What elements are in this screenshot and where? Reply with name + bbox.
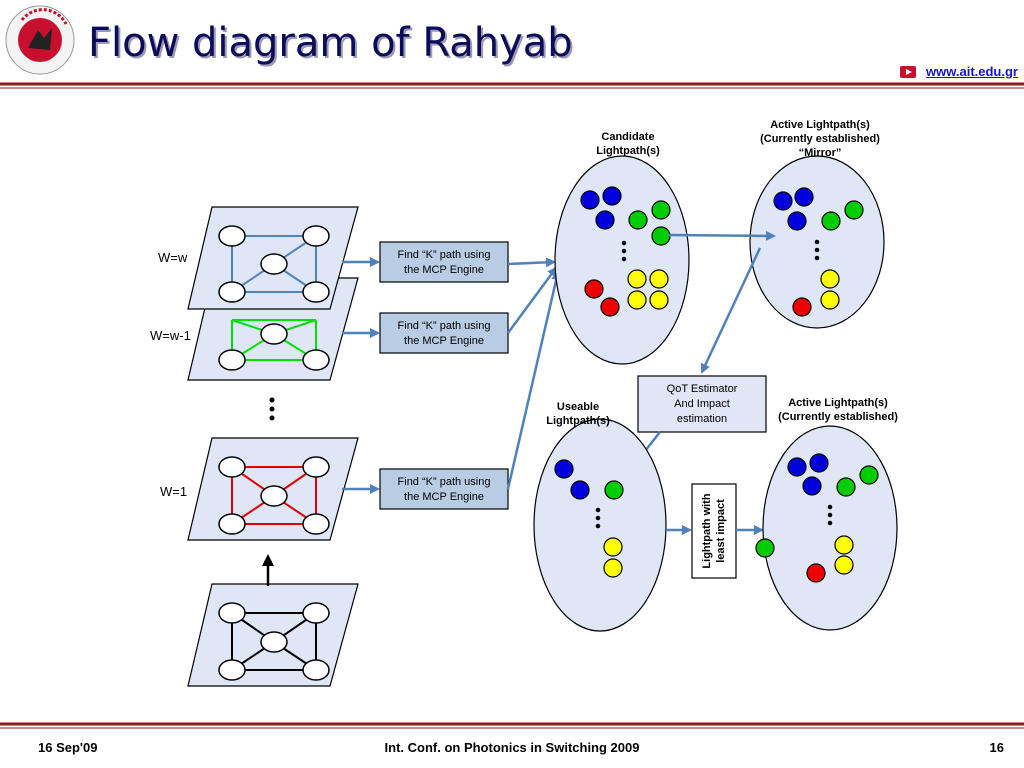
- svg-text:Lightpath(s): Lightpath(s): [596, 145, 660, 157]
- svg-text:Active Lightpath(s): Active Lightpath(s): [770, 119, 870, 131]
- label-w-1: W=1: [160, 484, 187, 499]
- svg-text:QoT Estimator: QoT Estimator: [667, 383, 738, 395]
- mcp-box-w: Find “K” path using the MCP Engine: [379, 241, 509, 283]
- svg-text:Active Lightpath(s): Active Lightpath(s): [788, 397, 888, 409]
- svg-text:Find “K” path using: Find “K” path using: [398, 320, 491, 332]
- arrow-candidate-to-mirror: [667, 230, 776, 241]
- layer-ellipsis: [269, 397, 275, 421]
- arrow-mcp-w1-to-candidate: [506, 266, 558, 334]
- mcp-box-w-1: Find “K” path using the MCP Engine: [379, 468, 509, 510]
- layer-w: [187, 206, 359, 310]
- svg-text:And Impact: And Impact: [674, 398, 730, 410]
- svg-text:Lightpath(s): Lightpath(s): [546, 415, 610, 427]
- least-impact-box: Lightpath with least impact: [691, 483, 737, 579]
- svg-text:the MCP Engine: the MCP Engine: [404, 335, 484, 347]
- svg-text:estimation: estimation: [677, 413, 727, 425]
- footer-page-number: 16: [989, 740, 1004, 755]
- slide-title: Flow diagram of Rahyab: [88, 20, 573, 66]
- svg-text:least impact: least impact: [715, 499, 727, 563]
- svg-text:Candidate: Candidate: [601, 131, 654, 143]
- website-link[interactable]: www.ait.edu.gr: [926, 64, 1018, 79]
- footer-conference: Int. Conf. on Photonics in Switching 200…: [384, 740, 640, 755]
- label-w: W=w: [158, 250, 188, 265]
- layer-base-topology: [187, 583, 359, 687]
- active-lightpaths-established: Active Lightpath(s) (Currently establish…: [755, 397, 898, 631]
- svg-text:“Mirror”: “Mirror”: [799, 147, 842, 159]
- layer-w-1: [187, 437, 359, 541]
- arrow-mcp-1-to-candidate: [506, 270, 562, 490]
- svg-text:Find “K” path using: Find “K” path using: [398, 249, 491, 261]
- arrow-mirror-to-qot: [700, 247, 762, 374]
- play-icon: [900, 66, 916, 78]
- svg-text:(Currently established): (Currently established): [778, 411, 898, 423]
- svg-text:the MCP Engine: the MCP Engine: [404, 491, 484, 503]
- svg-text:the MCP Engine: the MCP Engine: [404, 264, 484, 276]
- svg-text:(Currently established): (Currently established): [760, 133, 880, 145]
- arrow-mcp-w-to-candidate: [507, 257, 556, 268]
- useable-lightpaths: Useable Lightpath(s): [533, 401, 667, 632]
- svg-text:Find “K” path using: Find “K” path using: [398, 476, 491, 488]
- svg-text:Lightpath with: Lightpath with: [701, 493, 713, 568]
- ait-logo: [5, 5, 75, 75]
- active-lightpaths-mirror: Active Lightpath(s) (Currently establish…: [749, 119, 885, 329]
- svg-text:Useable: Useable: [557, 401, 599, 413]
- candidate-lightpaths: Candidate Lightpath(s): [554, 131, 690, 365]
- qot-estimator-box: QoT Estimator And Impact estimation: [637, 375, 767, 433]
- label-w-minus-1: W=w-1: [150, 328, 191, 343]
- mcp-box-w-minus-1: Find “K” path using the MCP Engine: [379, 312, 509, 354]
- footer-date: 16 Sep'09: [38, 740, 98, 755]
